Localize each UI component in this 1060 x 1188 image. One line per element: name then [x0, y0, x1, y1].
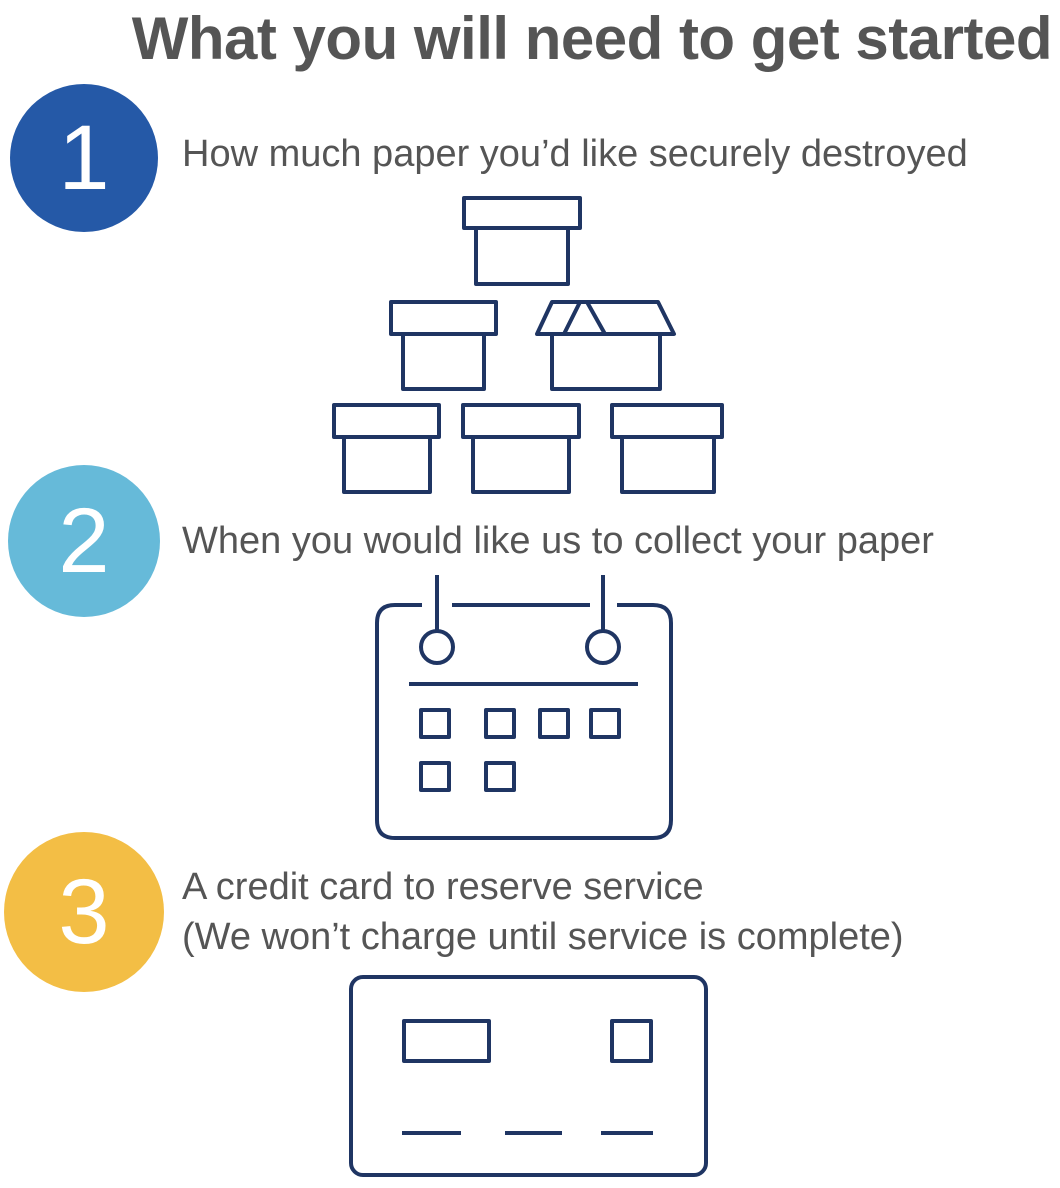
calendar-ring-right — [587, 631, 619, 663]
box-bottom-middle — [463, 405, 579, 492]
box-bottom-right — [612, 405, 722, 492]
calendar-day — [591, 710, 619, 737]
credit-card-logo — [612, 1021, 651, 1061]
step-2-number: 2 — [58, 489, 110, 592]
step-1-text: How much paper you’d like securely destr… — [182, 133, 968, 175]
calendar-day — [421, 763, 449, 790]
box-middle-right-open — [537, 302, 674, 389]
calendar-day — [486, 763, 514, 790]
calendar-day — [540, 710, 568, 737]
calendar-day — [486, 710, 514, 737]
box-top — [464, 198, 580, 284]
calendar-day — [421, 710, 449, 737]
step-3-text-block: A credit card to reserve service (We won… — [182, 862, 904, 962]
step-1-number: 1 — [58, 106, 110, 209]
step-3-text: A credit card to reserve service — [182, 866, 704, 908]
calendar-ring-left — [421, 631, 453, 663]
box-middle-left — [391, 302, 496, 389]
credit-card-body — [351, 977, 706, 1175]
step-2-badge: 2 — [8, 465, 160, 617]
step-3-badge: 3 — [4, 832, 164, 992]
step-2-text: When you would like us to collect your p… — [182, 520, 934, 562]
box-bottom-left — [334, 405, 439, 492]
step-3-number: 3 — [58, 860, 110, 963]
step-1-badge: 1 — [10, 84, 158, 232]
step-3-subtext: (We won’t charge until service is comple… — [182, 916, 904, 958]
credit-card-chip — [404, 1021, 489, 1061]
page-title: What you will need to get started — [131, 5, 1053, 72]
